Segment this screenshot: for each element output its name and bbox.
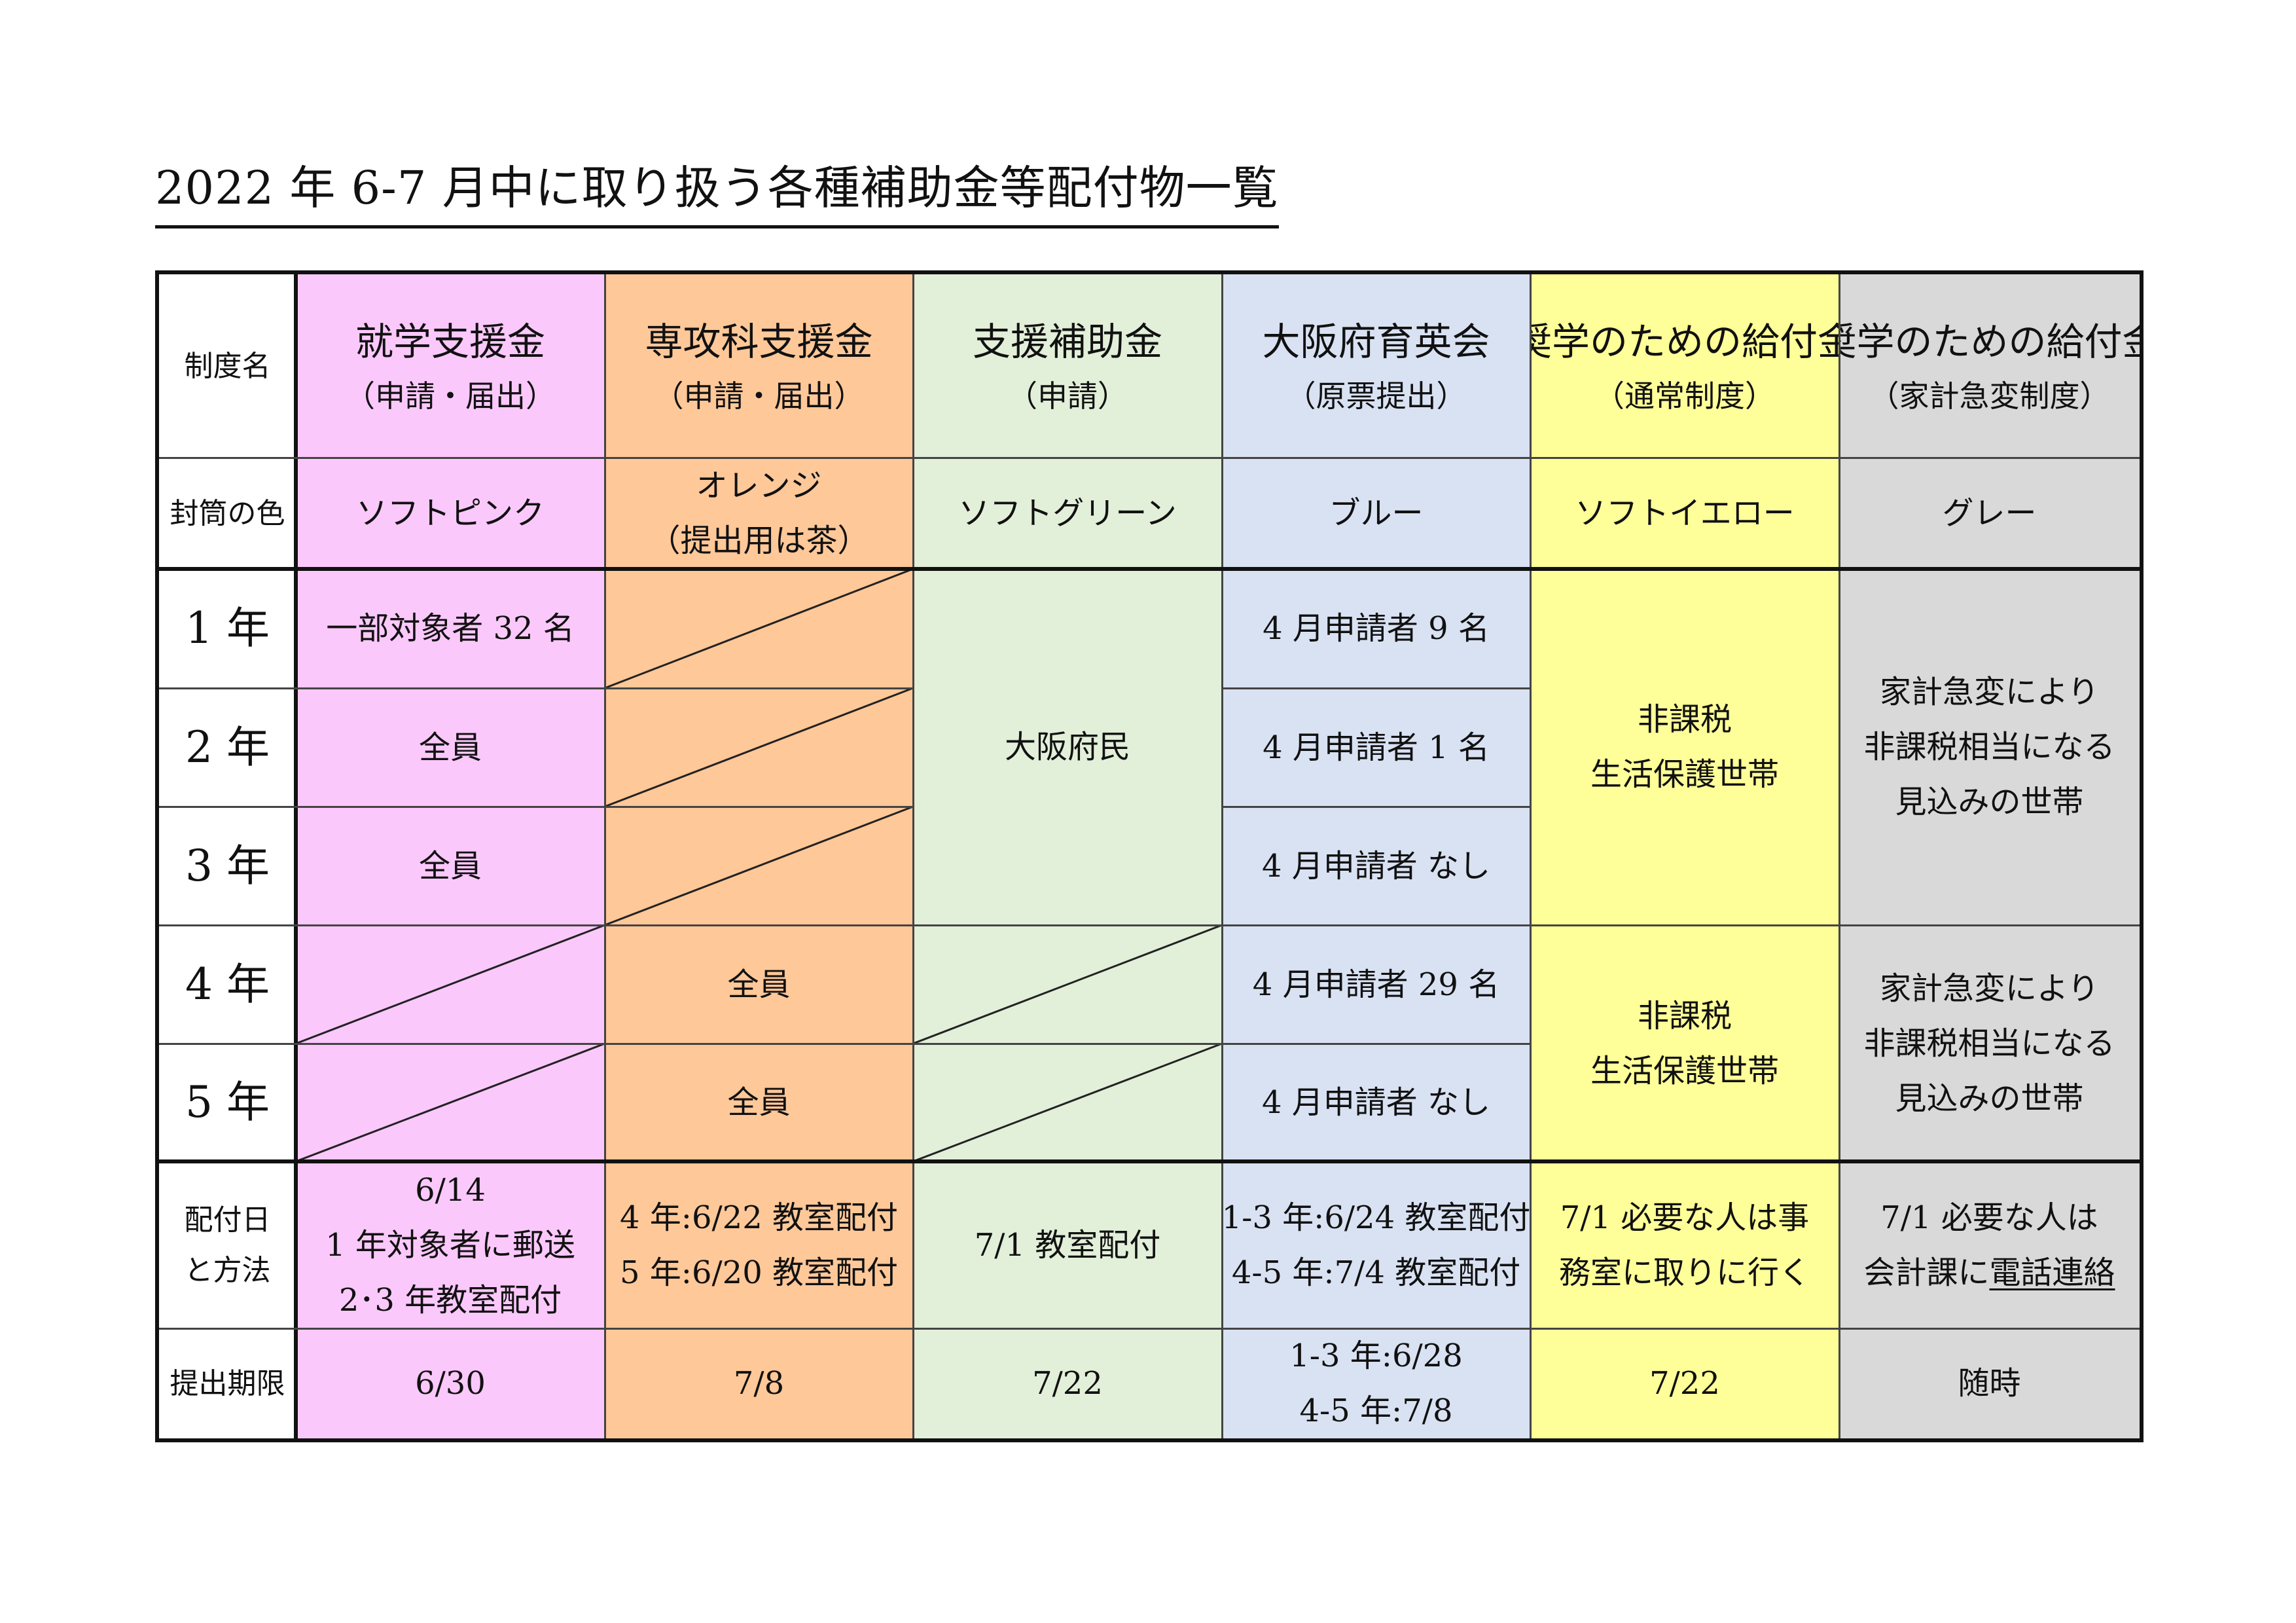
col2-deadline: 7/8 <box>605 1328 913 1438</box>
col4-year-2: 4 月申請者 1 名 <box>1222 688 1530 807</box>
col3-deadline: 7/22 <box>913 1328 1222 1438</box>
grid-line <box>1839 274 1840 1438</box>
grid-line <box>159 567 2140 571</box>
col5-deadline: 7/22 <box>1530 1328 1839 1438</box>
row-label-year-3: 3 年 <box>185 840 270 891</box>
col4-year-4: 4 月申請者 29 名 <box>1222 925 1530 1044</box>
col1-deadline: 6/30 <box>296 1328 605 1438</box>
col1-header: 就学支援金（申請・届出） <box>296 274 605 458</box>
row-label-year-2: 2 年 <box>185 721 270 773</box>
row-label-year-1: 1 年 <box>185 603 270 654</box>
col3-envelope: ソフトグリーン <box>913 458 1222 569</box>
col4-header: 大阪府育英会（原票提出） <box>1222 274 1530 458</box>
row-label-deadline: 提出期限 <box>170 1366 285 1400</box>
col5-year-1-3: 非課税生活保護世帯 <box>1530 569 1839 925</box>
col6-deadline: 随時 <box>1839 1328 2140 1438</box>
row-label-year-4: 4 年 <box>185 958 270 1010</box>
col4-year-1: 4 月申請者 9 名 <box>1222 569 1530 688</box>
col1-year-4-strike <box>295 924 605 1045</box>
grid-line <box>294 274 298 1438</box>
grid-line <box>159 1328 2140 1330</box>
col2-year-4: 全員 <box>605 925 913 1044</box>
col1-envelope: ソフトピンク <box>296 458 605 569</box>
col1-year-1: 一部対象者 32 名 <box>296 569 605 688</box>
col4-year-5: 4 月申請者 なし <box>1222 1044 1530 1161</box>
col2-year-5: 全員 <box>605 1044 913 1161</box>
col1-year-5-strike <box>295 1042 605 1163</box>
row-label-year-5: 5 年 <box>185 1077 270 1128</box>
col1-year-2: 全員 <box>296 688 605 807</box>
row-label-seido: 制度名 <box>184 349 271 383</box>
col6-year-1-3: 家計急変により非課税相当になる見込みの世帯 <box>1839 569 2140 925</box>
col2-year-1-strike <box>604 568 914 689</box>
col6-year-4-5: 家計急変により非課税相当になる見込みの世帯 <box>1839 925 2140 1161</box>
grid-line <box>1221 274 1223 1438</box>
col3-year-1-3: 大阪府民 <box>913 569 1222 925</box>
col5-distribution: 7/1 必要な人は事務室に取りに行く <box>1530 1161 1839 1328</box>
grid-line <box>604 274 606 1438</box>
col6-envelope: グレー <box>1839 458 2140 569</box>
col5-envelope: ソフトイエロー <box>1530 458 1839 569</box>
col3-header: 支援補助金（申請） <box>913 274 1222 458</box>
col4-envelope: ブルー <box>1222 458 1530 569</box>
grid-line <box>159 1043 1530 1045</box>
grid-line <box>1530 274 1532 1438</box>
col1-year-3: 全員 <box>296 807 605 925</box>
col5-year-4-5: 非課税生活保護世帯 <box>1530 925 1839 1161</box>
grid-line <box>912 274 914 1438</box>
grid-line <box>159 806 913 808</box>
col5-header: 奨学のための給付金（通常制度） <box>1530 274 1839 458</box>
col2-year-3-strike <box>604 805 914 926</box>
grid-line <box>159 457 2140 459</box>
col3-distribution: 7/1 教室配付 <box>913 1161 1222 1328</box>
row-label-futo: 封筒の色 <box>170 496 285 530</box>
col6-header: 奨学のための給付金（家計急変制度） <box>1839 274 2140 458</box>
col2-year-2-strike <box>604 687 914 808</box>
col3-year-5-strike <box>912 1042 1223 1163</box>
grid-line <box>159 924 2140 926</box>
col6-distribution: 7/1 必要な人は 会計課に電話連絡 <box>1839 1161 2140 1328</box>
col4-year-3: 4 月申請者 なし <box>1222 807 1530 925</box>
col3-year-4-strike <box>912 924 1223 1045</box>
grid-line <box>159 1159 2140 1163</box>
grid-line <box>1222 687 1530 689</box>
grid-line <box>1222 806 1530 808</box>
col2-envelope: オレンジ（提出用は茶） <box>605 458 913 569</box>
grid-line <box>159 687 913 689</box>
col2-header: 専攻科支援金（申請・届出） <box>605 274 913 458</box>
subsidy-table: 制度名 封筒の色 1 年 2 年 3 年 4 年 5 年 配付日と方法 提出期限… <box>155 270 2144 1442</box>
row-label-distribution: 配付日と方法 <box>184 1203 271 1287</box>
page-title: 2022 年 6-7 月中に取り扱う各種補助金等配付物一覧 <box>155 165 1279 228</box>
phone-contact-text: 電話連絡 <box>1989 1254 2115 1291</box>
